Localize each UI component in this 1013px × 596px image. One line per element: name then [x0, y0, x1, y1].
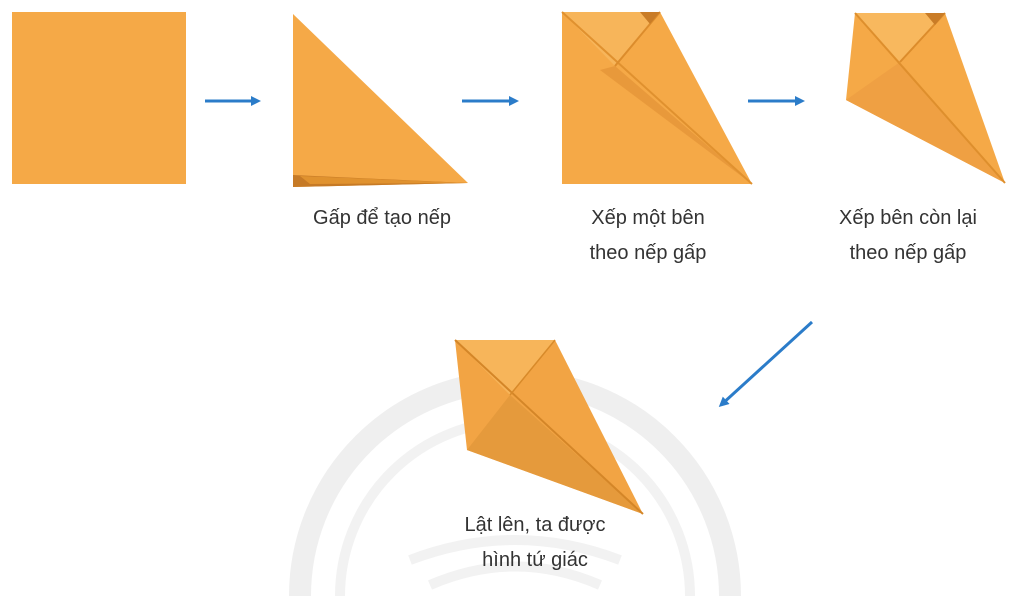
caption-flip-result: Lật lên, ta được hình tứ giác	[425, 510, 645, 575]
caption-line: theo nếp gấp	[589, 242, 707, 264]
paper-diagonal-fold	[293, 14, 468, 187]
paper-square	[12, 12, 186, 184]
caption-line: Lật lên, ta được	[464, 514, 606, 536]
caption-fold-diagonal: Gấp để tạo nếp	[262, 203, 502, 233]
caption-line: Xếp bên còn lại	[839, 207, 977, 229]
caption-fold-one-side: Xếp một bên theo nếp gấp	[538, 203, 758, 268]
caption-fold-other-side: Xếp bên còn lại theo nếp gấp	[803, 203, 1013, 268]
paper-flipped-quadrilateral	[454, 339, 644, 515]
caption-line: Gấp để tạo nếp	[313, 207, 451, 229]
caption-line: Xếp một bên	[591, 207, 705, 229]
paper-one-side-folded	[561, 11, 753, 185]
caption-line: hình tứ giác	[482, 549, 588, 571]
down-left-arrow-icon	[718, 320, 814, 408]
paper-both-sides-folded	[846, 12, 1006, 184]
caption-line: theo nếp gấp	[849, 242, 967, 264]
